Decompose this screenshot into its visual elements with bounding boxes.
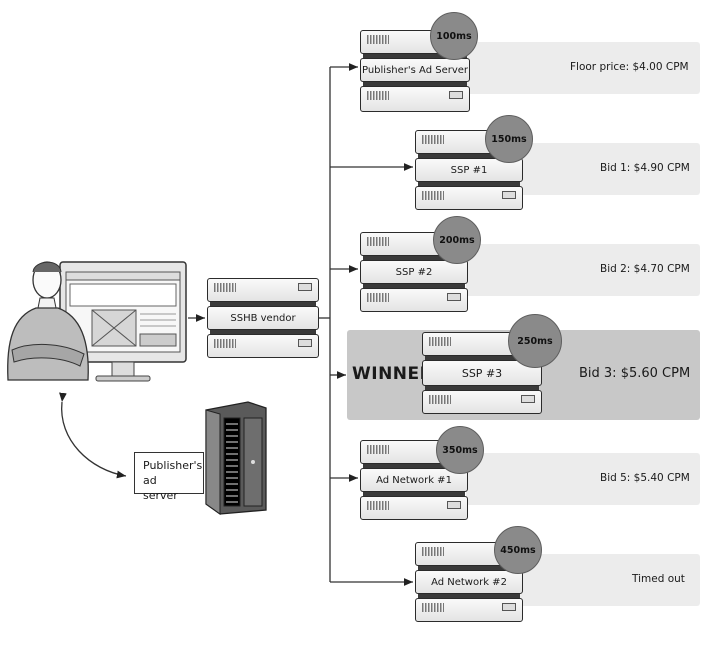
latency-badge-1: 150ms xyxy=(485,115,533,163)
result-text-4: Bid 5: $5.40 CPM xyxy=(600,472,690,484)
result-text-1: Bid 1: $4.90 CPM xyxy=(600,162,690,174)
bidder-name-1: SSP #1 xyxy=(415,158,523,182)
person-icon xyxy=(7,261,89,381)
bidder-name-5: Ad Network #2 xyxy=(415,570,523,594)
result-panel-4: Bid 5: $5.40 CPM xyxy=(466,453,700,505)
bidder-stack-5: Ad Network #2 xyxy=(415,542,523,624)
callout-line-1: Publisher's xyxy=(143,459,203,472)
latency-badge-0: 100ms xyxy=(430,12,478,60)
publisher-ad-server-callout: Publisher's ad server xyxy=(134,452,204,502)
bidder-stack-2: SSP #2 xyxy=(360,232,468,314)
result-panel-5: Timed out xyxy=(520,554,700,606)
hub-server-stack: SSHB vendor xyxy=(207,278,319,360)
result-text-5: Timed out xyxy=(632,573,685,585)
result-panel-2: Bid 2: $4.70 CPM xyxy=(466,244,700,296)
arrow-user-to-ad-server xyxy=(59,392,127,479)
result-panel-0: Floor price: $4.00 CPM xyxy=(466,42,700,94)
latency-badge-4: 350ms xyxy=(436,426,484,474)
latency-badge-3: 250ms xyxy=(508,314,562,368)
callout-line-2: ad server xyxy=(143,474,178,502)
result-text-3: Bid 3: $5.60 CPM xyxy=(579,366,691,381)
result-panel-1: Bid 1: $4.90 CPM xyxy=(520,143,700,195)
winner-label: WINNER xyxy=(352,364,434,384)
result-text-2: Bid 2: $4.70 CPM xyxy=(600,263,690,275)
latency-badge-2: 200ms xyxy=(433,216,481,264)
latency-badge-5: 450ms xyxy=(494,526,542,574)
bidder-name-0: Publisher's Ad Server xyxy=(360,58,470,82)
user-illustration xyxy=(0,250,190,390)
tower-server-icon xyxy=(205,401,267,515)
hub-label: SSHB vendor xyxy=(207,306,319,330)
bidder-name-2: SSP #2 xyxy=(360,260,468,284)
result-text-0: Floor price: $4.00 CPM xyxy=(570,61,689,73)
